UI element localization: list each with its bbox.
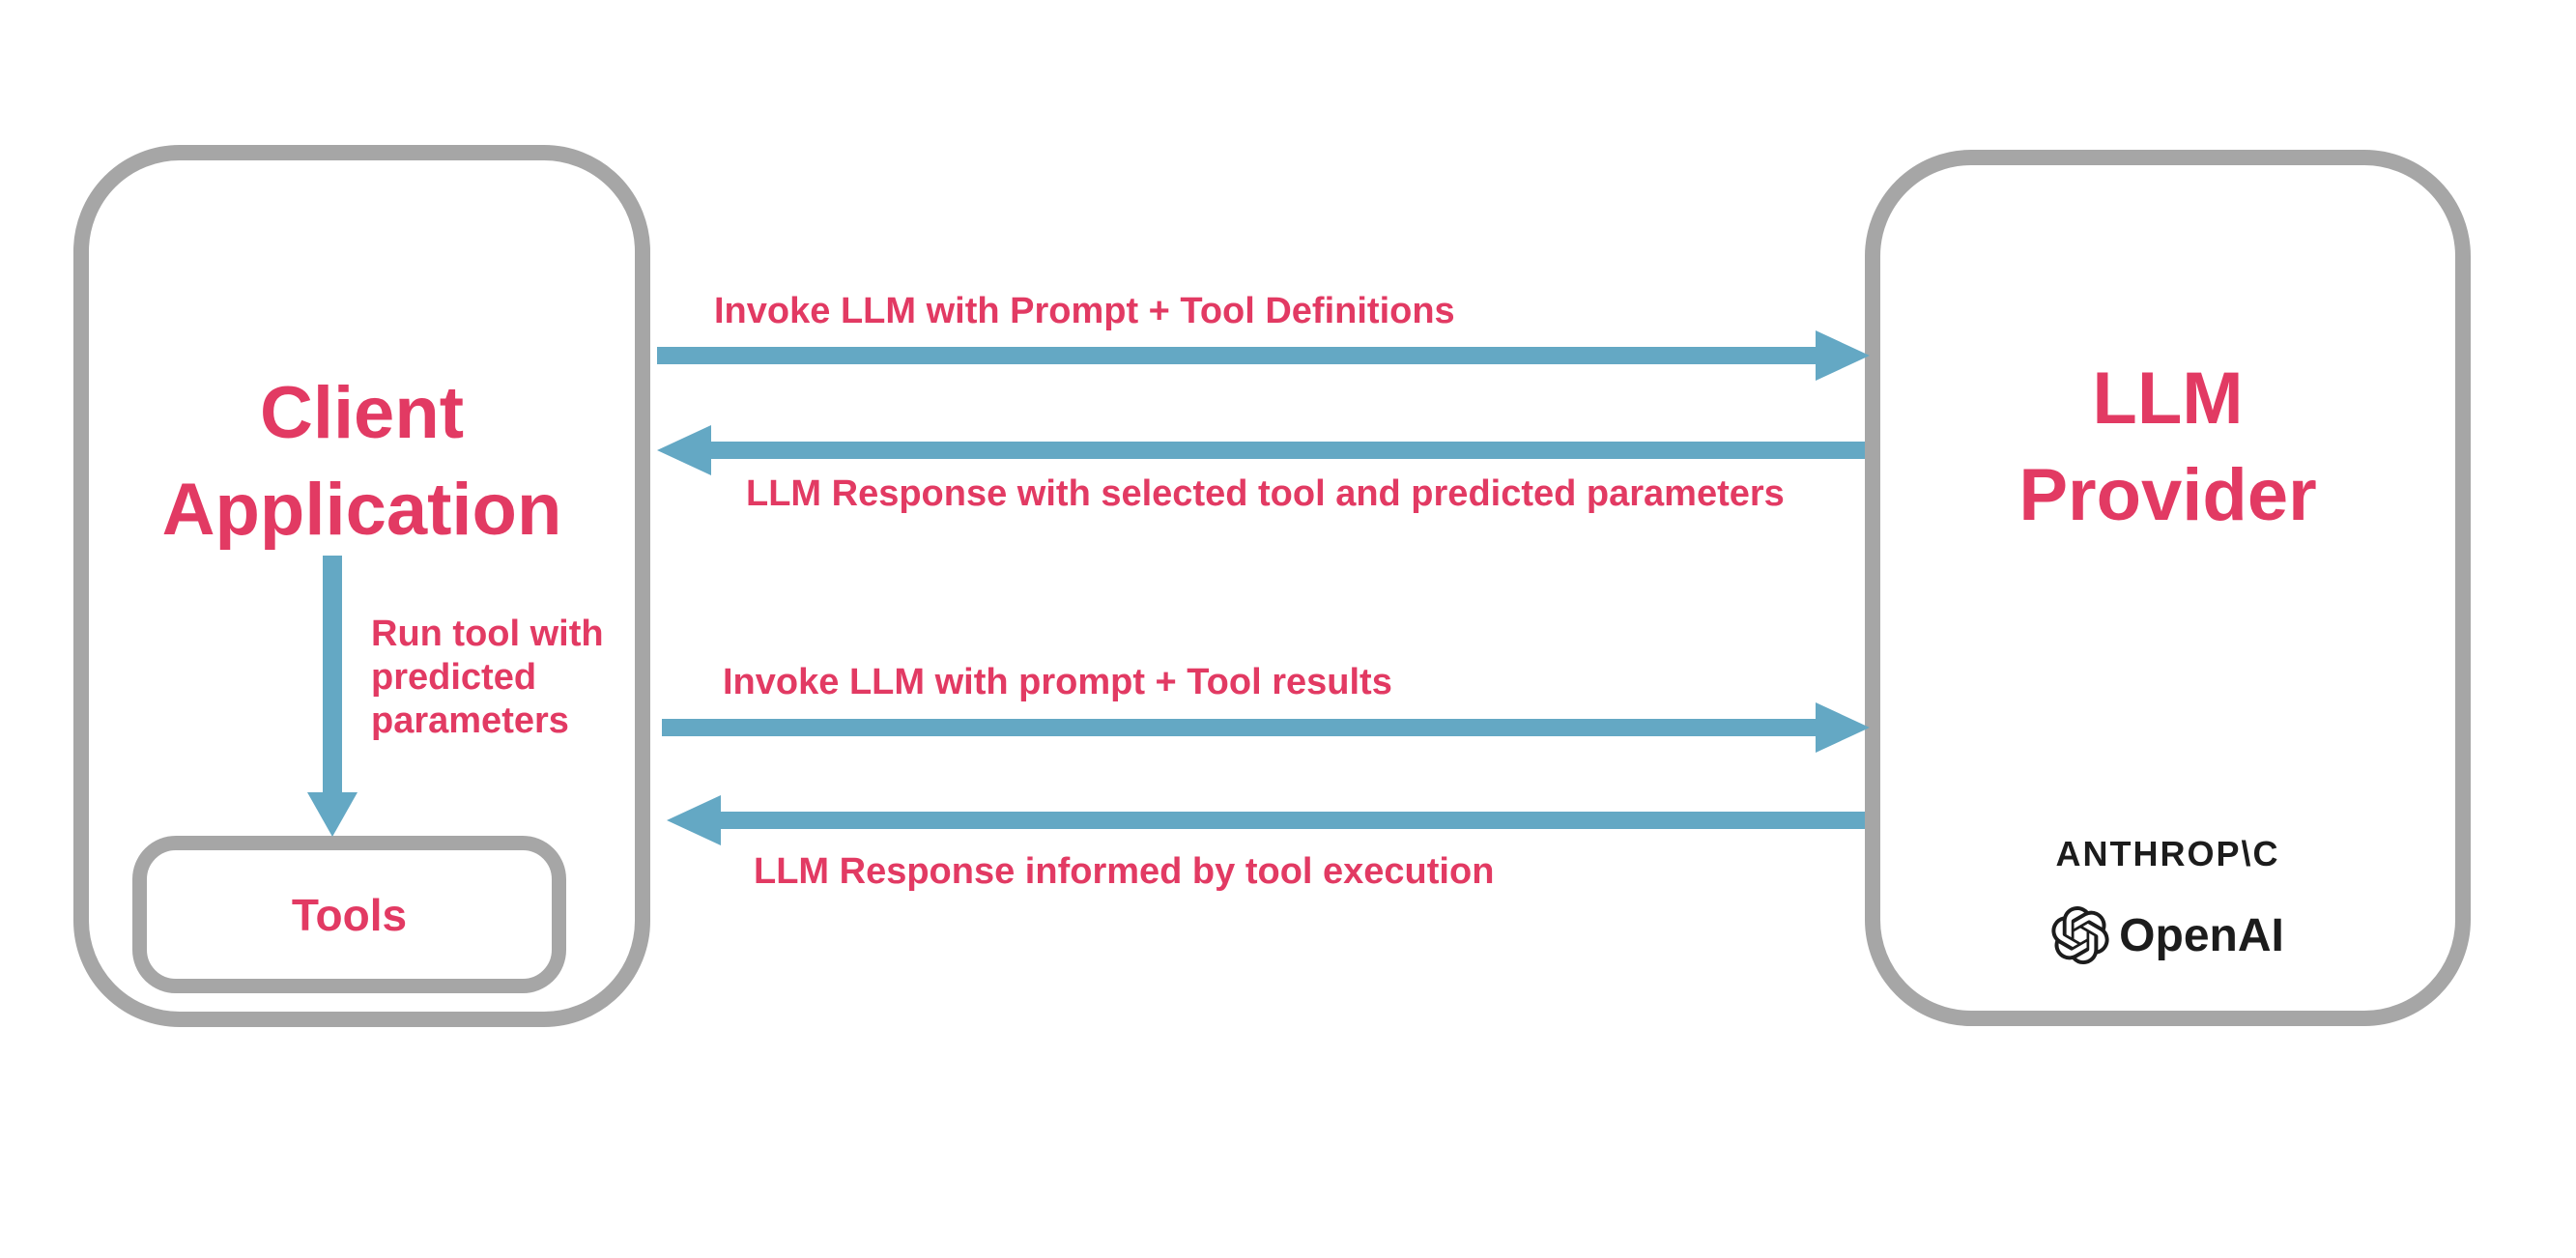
client-title-line-1: Client: [259, 372, 465, 454]
arrow-llm-response-1: [657, 425, 1865, 475]
run-tool-note-line-3: parameters: [371, 700, 569, 741]
arrowhead-right-icon: [1816, 702, 1870, 753]
openai-flower-icon: [2051, 906, 2109, 964]
arrow-invoke-llm-1: [657, 330, 1870, 381]
run-tool-note-line-1: Run tool with: [371, 614, 604, 654]
arrow-shaft: [323, 556, 342, 792]
arrow-shaft: [657, 347, 1818, 364]
arrowhead-right-icon: [1816, 330, 1870, 381]
message-response-2-label: LLM Response informed by tool execution: [754, 851, 1495, 892]
llm-title-line-2: Provider: [2018, 454, 2317, 536]
anthropic-logo: ANTHROP\C: [2055, 834, 2280, 873]
openai-logo: OpenAI: [1865, 904, 2471, 966]
run-tool-note-line-2: predicted: [371, 657, 537, 698]
llm-title-line-1: LLM: [2092, 357, 2244, 440]
tools-label: Tools: [291, 889, 408, 940]
message-invoke-2-label: Invoke LLM with prompt + Tool results: [723, 662, 1392, 702]
arrow-shaft: [709, 442, 1865, 459]
arrowhead-down-icon: [307, 792, 358, 837]
arrow-shaft: [719, 812, 1865, 829]
openai-wordmark: OpenAI: [2119, 909, 2284, 961]
client-title-line-2: Application: [161, 469, 562, 551]
llm-provider-box: [1865, 150, 2471, 1026]
arrow-invoke-llm-2: [662, 702, 1870, 753]
arrow-run-tool: [307, 556, 358, 837]
message-invoke-1-label: Invoke LLM with Prompt + Tool Definition…: [714, 291, 1455, 331]
arrow-shaft: [662, 719, 1818, 736]
llm-provider-title: LLM Provider: [1865, 351, 2471, 544]
arrowhead-left-icon: [667, 795, 721, 845]
client-application-title: Client Application: [73, 365, 650, 558]
run-tool-note: Run tool with predicted parameters: [371, 613, 604, 743]
arrowhead-left-icon: [657, 425, 711, 475]
message-response-1-label: LLM Response with selected tool and pred…: [746, 473, 1785, 514]
arrow-llm-response-2: [667, 795, 1865, 845]
tools-box: Tools: [132, 836, 566, 993]
